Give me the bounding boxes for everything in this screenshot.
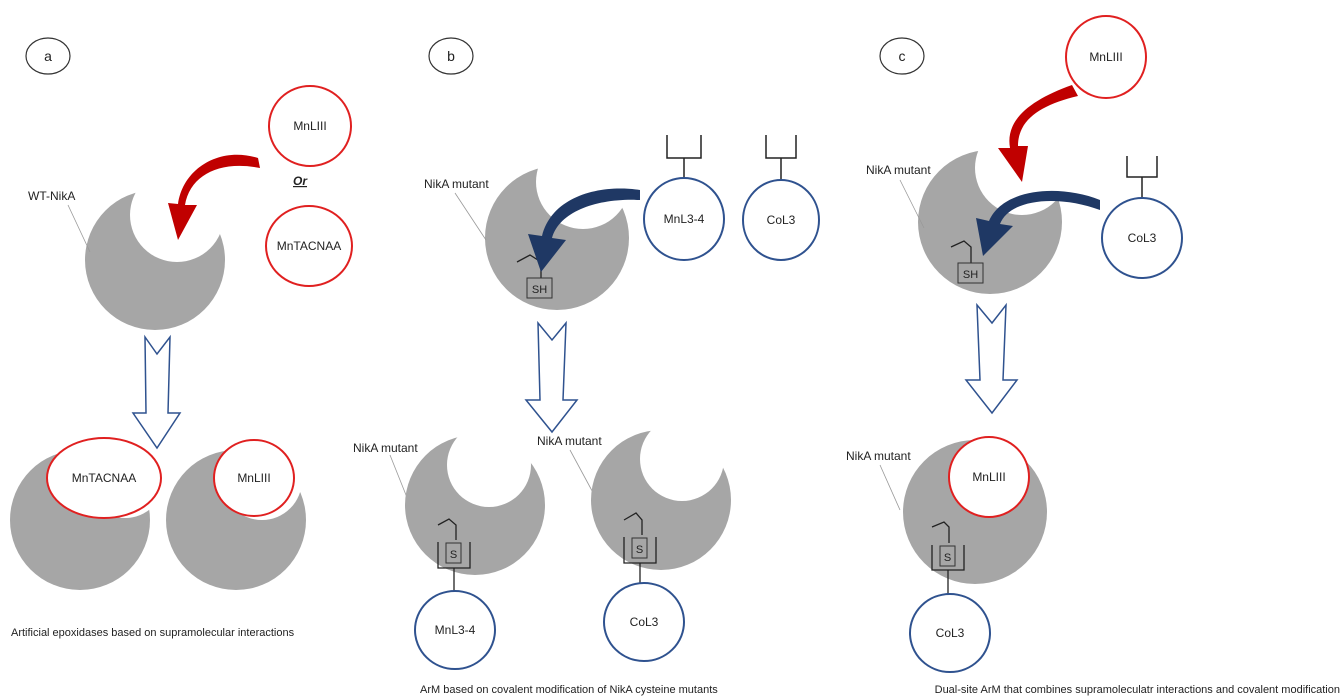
sulfur-label-c: S bbox=[944, 552, 951, 564]
col3-complex-b-label: CoL3 bbox=[767, 213, 796, 227]
col3-ligand-b bbox=[765, 135, 797, 180]
sulfur-box-b1 bbox=[445, 542, 462, 564]
wt-nika-label: WT-NikA bbox=[28, 189, 75, 203]
col3-bound-c-label: CoL3 bbox=[936, 626, 965, 640]
wt-nika-protein bbox=[85, 190, 225, 330]
down-arrow-c bbox=[964, 302, 1019, 415]
blue-binding-arrow-c bbox=[976, 190, 1100, 256]
panel-b-label-circle bbox=[428, 37, 474, 75]
mnl3-4-ligand-b bbox=[666, 135, 702, 180]
mntacnaa-bound bbox=[46, 437, 162, 519]
blue-binding-arrow-b bbox=[528, 188, 640, 272]
result-pointer-c bbox=[879, 464, 901, 511]
down-arrow-a bbox=[131, 334, 182, 450]
bond-bracket-c bbox=[931, 545, 965, 595]
col3-bound-c bbox=[909, 593, 991, 673]
thiol-box-b bbox=[526, 277, 553, 299]
down-arrow-b bbox=[524, 320, 579, 434]
mnliii-bound-a-label: MnLIII bbox=[237, 471, 270, 485]
red-binding-arrow-c bbox=[998, 85, 1078, 182]
sulfur-box-b2 bbox=[631, 537, 648, 559]
nika-mutant-pointer-b bbox=[454, 192, 487, 241]
linker-c bbox=[950, 240, 972, 263]
mnliii-bound-c bbox=[948, 436, 1030, 518]
caption-c: Dual-site ArM that combines supramolecul… bbox=[935, 684, 1340, 696]
result-protein-label-b1: NikA mutant bbox=[353, 441, 418, 455]
linker-b2 bbox=[623, 512, 643, 535]
mnliii-complex-a bbox=[268, 85, 352, 167]
linker-c-result bbox=[931, 521, 950, 543]
col3-ligand-c bbox=[1126, 156, 1158, 198]
result-protein-label-b2: NikA mutant bbox=[537, 434, 602, 448]
mntacnaa-bound-label: MnTACNAA bbox=[72, 471, 136, 485]
mnliii-complex-c-label: MnLIII bbox=[1089, 50, 1122, 64]
mnliii-bound-c-label: MnLIII bbox=[972, 470, 1005, 484]
panel-c-label: c bbox=[899, 48, 906, 64]
col3-complex-c bbox=[1101, 197, 1183, 279]
nika-mutant-protein-b bbox=[485, 166, 629, 310]
sulfur-label-b1: S bbox=[450, 549, 457, 561]
mntacnaa-complex-a bbox=[265, 205, 353, 287]
wt-nika-pointer bbox=[67, 204, 91, 253]
panel-a-label: a bbox=[44, 48, 52, 64]
col3-bound-b bbox=[603, 582, 685, 662]
caption-b: ArM based on covalent modification of Ni… bbox=[420, 684, 718, 696]
col3-complex-c-label: CoL3 bbox=[1128, 231, 1157, 245]
col3-complex-b bbox=[742, 179, 820, 261]
nika-mutant-label-c: NikA mutant bbox=[866, 163, 931, 177]
panel-a: a WT-NikA MnLIII Or MnTACNAA MnTACNAA Mn… bbox=[10, 37, 353, 639]
sulfur-box-c bbox=[939, 545, 956, 567]
mnliii-bound-a bbox=[213, 439, 295, 517]
result-protein-b1 bbox=[405, 435, 545, 575]
nika-mutant-label-b: NikA mutant bbox=[424, 177, 489, 191]
result-protein-b2 bbox=[591, 430, 731, 570]
col3-bound-b-label: CoL3 bbox=[630, 615, 659, 629]
mnliii-complex-c bbox=[1065, 15, 1147, 99]
mnliii-complex-a-label: MnLIII bbox=[293, 119, 326, 133]
panel-b: b NikA mutant SH MnL3-4 CoL3 NikA mutant… bbox=[353, 37, 820, 696]
panel-a-label-circle bbox=[25, 37, 71, 75]
mnl3-4-bound-label: MnL3-4 bbox=[435, 623, 476, 637]
panel-c-label-circle bbox=[879, 37, 925, 75]
mnl3-4-bound bbox=[414, 590, 496, 670]
result-protein-label-c: NikA mutant bbox=[846, 449, 911, 463]
mnl3-4-complex-b-label: MnL3-4 bbox=[664, 212, 705, 226]
mntacnaa-complex-a-label: MnTACNAA bbox=[277, 239, 341, 253]
nika-mutant-pointer-c bbox=[899, 179, 925, 229]
red-binding-arrow-a bbox=[168, 154, 260, 240]
or-text: Or bbox=[293, 174, 308, 188]
mnl3-4-complex-b bbox=[643, 177, 725, 261]
thiol-label-c: SH bbox=[963, 269, 978, 281]
bond-bracket-b1 bbox=[437, 542, 471, 592]
panel-c: c NikA mutant SH MnLIII CoL3 NikA mutant… bbox=[846, 15, 1340, 696]
thiol-label-b: SH bbox=[532, 284, 547, 296]
linker-b1 bbox=[437, 518, 457, 540]
sulfur-label-b2: S bbox=[636, 544, 643, 556]
thiol-box-c bbox=[957, 262, 984, 284]
caption-a: Artificial epoxidases based on supramole… bbox=[11, 627, 295, 639]
panel-b-label: b bbox=[447, 48, 455, 64]
